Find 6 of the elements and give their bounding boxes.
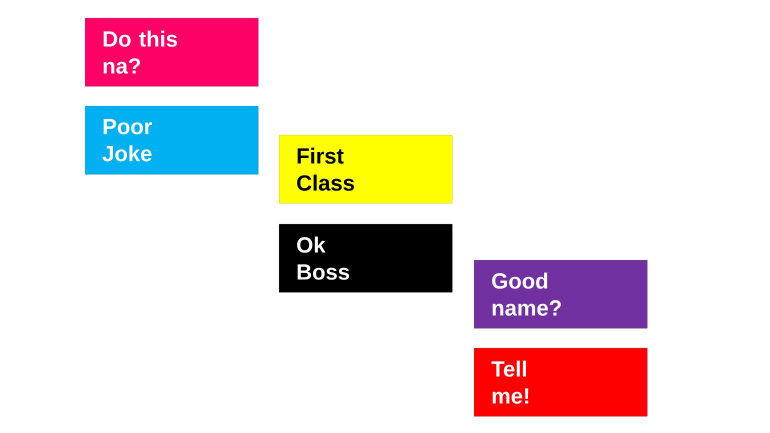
text-box: Good name?	[474, 260, 648, 328]
text-box: Tell me!	[474, 348, 648, 416]
text-box: Do this na?	[85, 18, 258, 86]
text-box: First Class	[279, 135, 452, 204]
text-box: Poor Joke	[85, 106, 258, 174]
text-box: Ok Boss	[279, 224, 452, 292]
